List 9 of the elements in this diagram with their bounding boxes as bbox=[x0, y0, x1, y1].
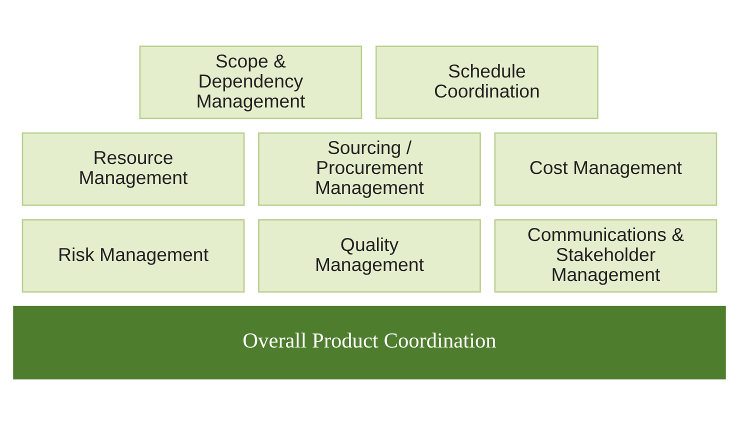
node-box: Cost Management bbox=[494, 132, 718, 206]
node-box: Resource Management bbox=[22, 132, 245, 206]
node-box: Scope & Dependency Management bbox=[139, 45, 362, 119]
node-box: Quality Management bbox=[258, 218, 481, 292]
node-box: Schedule Coordination bbox=[376, 45, 598, 119]
node-box: Communications & Stakeholder Management bbox=[494, 218, 718, 292]
node-box: Risk Management bbox=[22, 218, 245, 292]
node-box: Sourcing / Procurement Management bbox=[258, 132, 481, 206]
node-box: Overall Product Coordination bbox=[13, 305, 726, 379]
